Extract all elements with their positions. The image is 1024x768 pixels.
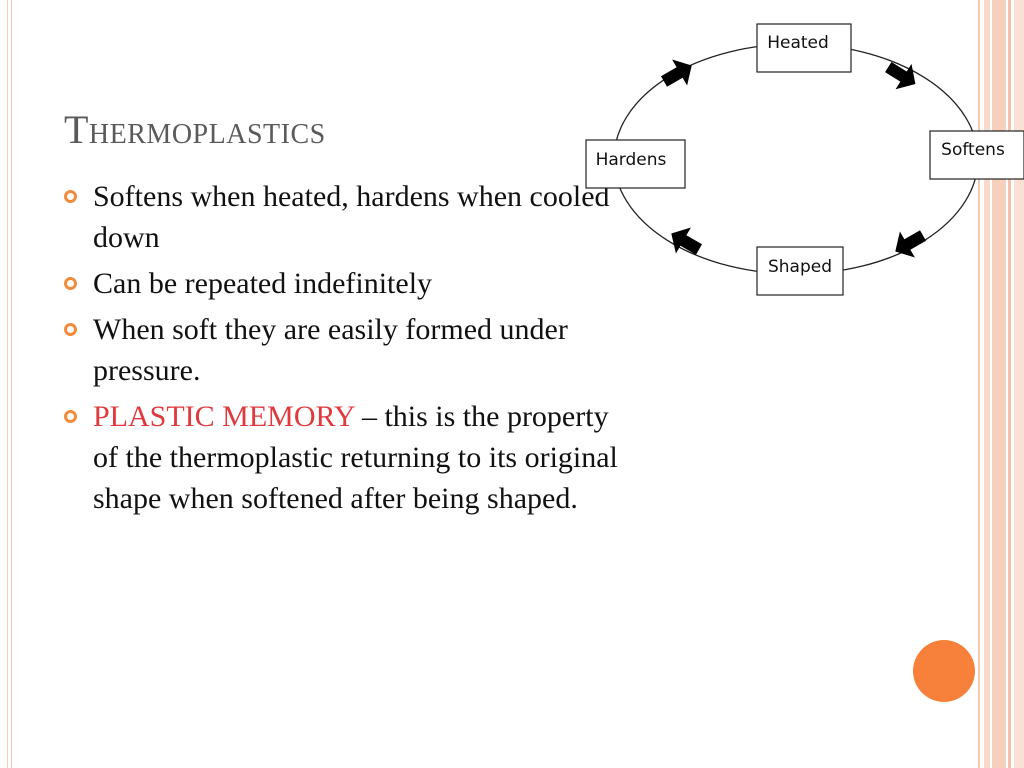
arrow-heated-to-softens-icon bbox=[885, 61, 916, 90]
bullet-list: Softens when heated, hardens when cooled… bbox=[64, 176, 624, 524]
bullet-text: Softens when heated, hardens when cooled… bbox=[93, 180, 610, 254]
bullet-item: Softens when heated, hardens when cooled… bbox=[64, 176, 624, 258]
plastic-memory-highlight: PLASTIC MEMORY bbox=[93, 400, 355, 433]
node-heated: Heated bbox=[756, 23, 852, 73]
node-softens-label: Softens bbox=[941, 140, 1005, 160]
bullet-item: When soft they are easily formed under p… bbox=[64, 309, 624, 391]
node-softens: Softens bbox=[929, 130, 1024, 180]
arrow-softens-to-shaped-icon bbox=[895, 230, 926, 258]
arrow-shaped-to-hardens-icon bbox=[671, 227, 702, 255]
right-stripes-decoration bbox=[978, 0, 1024, 768]
node-hardens-label: Hardens bbox=[596, 150, 667, 170]
bullet-text: Can be repeated indefinitely bbox=[93, 267, 433, 300]
left-border-decoration bbox=[0, 0, 12, 768]
node-hardens: Hardens bbox=[585, 139, 686, 189]
arrow-hardens-to-heated-icon bbox=[661, 59, 692, 87]
accent-dot bbox=[913, 640, 975, 702]
slide-title: Thermoplastics bbox=[64, 107, 326, 152]
bullet-text: – this is the property of the thermoplas… bbox=[93, 400, 618, 515]
bullet-item: PLASTIC MEMORY – this is the property of… bbox=[64, 396, 624, 519]
thermoplastic-cycle-diagram: Heated Softens Shaped Hardens bbox=[585, 23, 1024, 296]
bullet-text: When soft they are easily formed under p… bbox=[93, 313, 568, 387]
node-shaped-label: Shaped bbox=[768, 257, 832, 277]
bullet-ring-icon bbox=[64, 323, 77, 336]
node-shaped: Shaped bbox=[756, 246, 844, 296]
bullet-item: Can be repeated indefinitely bbox=[64, 263, 624, 304]
bullet-ring-icon bbox=[64, 190, 77, 203]
node-heated-label: Heated bbox=[767, 33, 829, 53]
bullet-ring-icon bbox=[64, 410, 77, 423]
bullet-ring-icon bbox=[64, 277, 77, 290]
